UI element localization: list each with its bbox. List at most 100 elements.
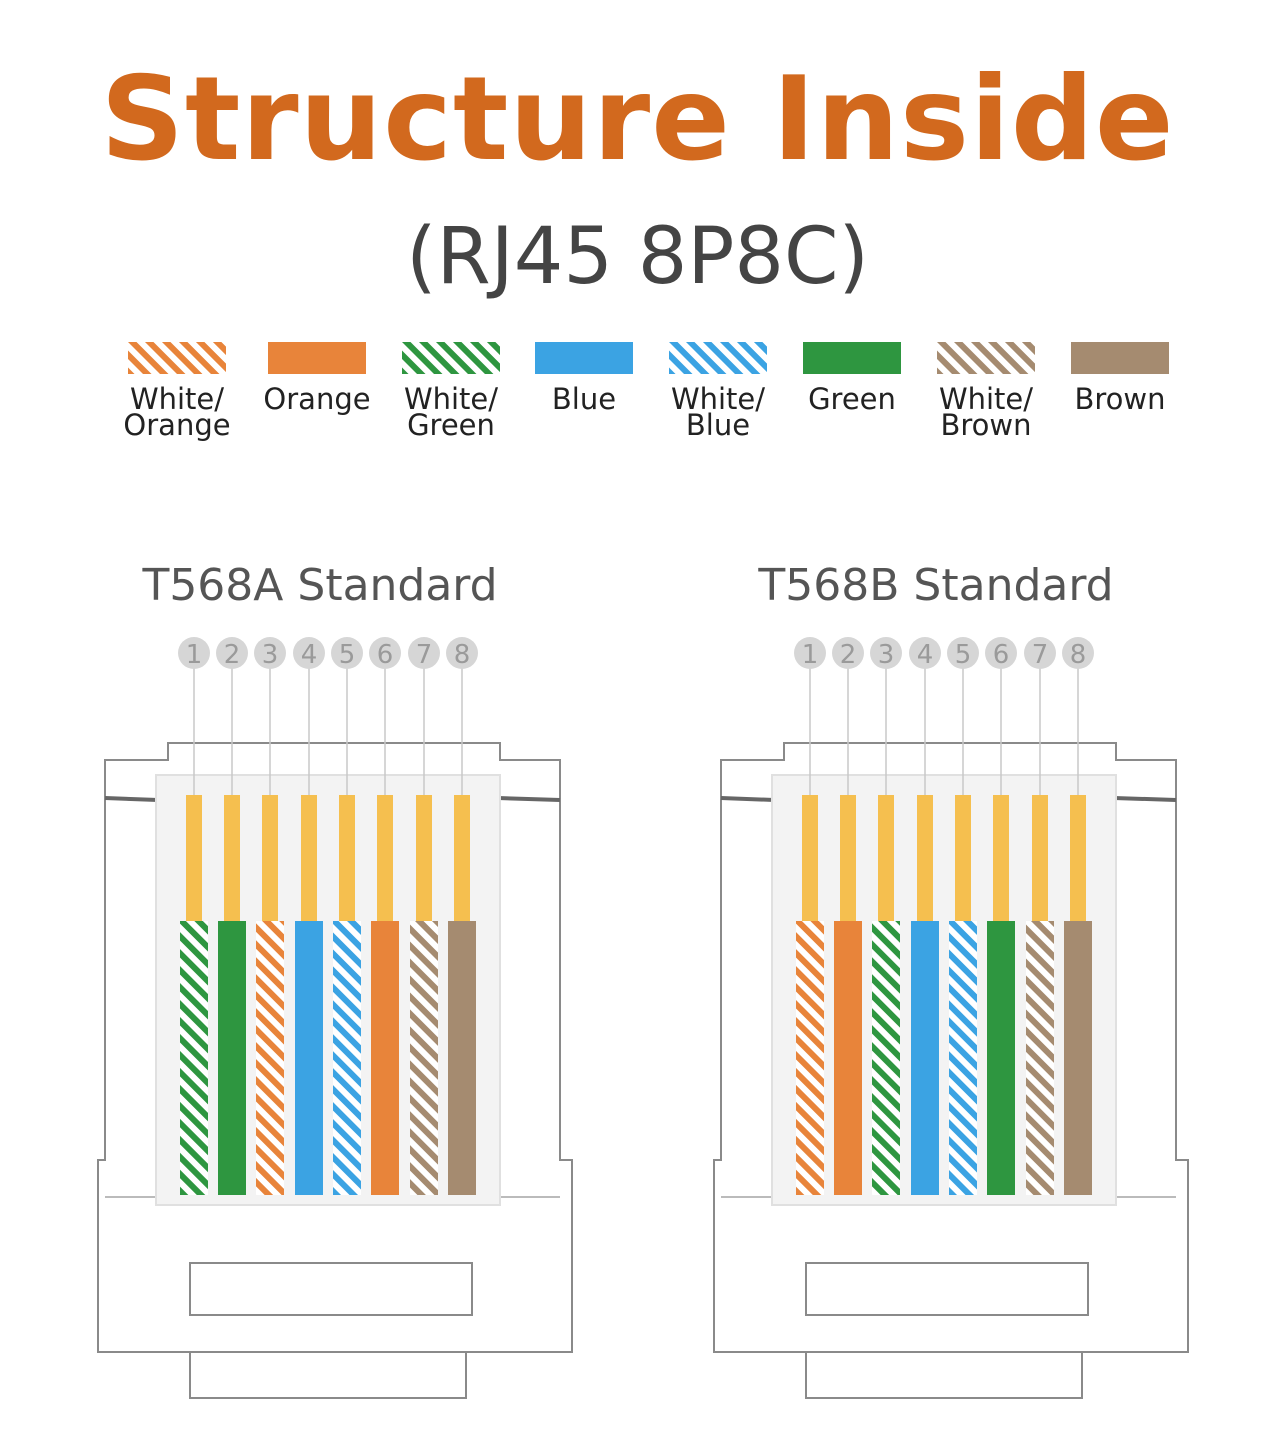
pin-number-circle [947,637,979,669]
pin-number-circle [446,637,478,669]
contact-window [771,774,1117,1206]
pin-number-circle [1062,637,1094,669]
gold-contact [416,795,432,921]
gold-contact [1032,795,1048,921]
wire-1 [796,921,824,1195]
legend-label: Blue [551,382,617,416]
connector-housing-outline [713,742,1189,1353]
legend-swatch-fill [128,342,226,374]
wire-4 [295,921,323,1195]
gold-contact [802,795,818,921]
wire-7 [1026,921,1054,1195]
legend-swatch-fill [803,342,901,374]
legend-label: White/ Blue [670,382,766,442]
legend-label: White/ Orange [123,382,231,442]
gold-contact [377,795,393,921]
legend-label: White/ Green [403,382,499,442]
pin-number: 4 [917,640,934,670]
contact-window [155,774,501,1206]
pin-number-circle [870,637,902,669]
legend-label: White/ Brown [938,382,1034,442]
wire-5 [333,921,361,1195]
wire-6 [987,921,1015,1195]
pin-number-circle [216,637,248,669]
pin-number: 8 [1070,640,1087,670]
pin-number-circle [909,637,941,669]
legend-swatch [669,342,767,374]
pin-number: 2 [840,640,857,670]
wire-2 [218,921,246,1195]
page-subtitle: (RJ45 8P8C) [406,212,869,302]
bottom-tab [189,1351,467,1399]
pin-number-circle [178,637,210,669]
pin-number-circle [1024,637,1056,669]
legend-swatch-fill [669,342,767,374]
pin-number-circle [331,637,363,669]
page-title: Structure Inside [100,52,1175,187]
housing-edge [104,796,159,802]
pin-number-circle [254,637,286,669]
latch-slot [189,1262,473,1316]
legend-label: Green [808,382,896,416]
gold-contact [955,795,971,921]
pin-number: 7 [1032,640,1049,670]
pin-number: 6 [377,640,394,670]
wire-4 [911,921,939,1195]
gold-contact [186,795,202,921]
pin-number-circle [832,637,864,669]
wire-3 [872,921,900,1195]
latch-slot [805,1262,1089,1316]
legend-swatch [128,342,226,374]
gold-contact [917,795,933,921]
pin-number: 3 [878,640,895,670]
legend-swatch-fill [937,342,1035,374]
gold-contact [262,795,278,921]
wire-8 [448,921,476,1195]
pin-number: 4 [301,640,318,670]
gold-contact [840,795,856,921]
t568a-title: T568A Standard [142,560,498,611]
legend-label: Brown [1074,382,1166,416]
gold-contact [993,795,1009,921]
pin-number: 1 [186,640,203,670]
pin-number: 8 [454,640,471,670]
wire-5 [949,921,977,1195]
pin-number: 1 [802,640,819,670]
wire-2 [834,921,862,1195]
pin-number: 5 [339,640,356,670]
pin-number-circle [369,637,401,669]
bottom-tab [805,1351,1083,1399]
legend-swatch [803,342,901,374]
t568b-title: T568B Standard [758,560,1114,611]
pin-number: 5 [955,640,972,670]
gold-contact [454,795,470,921]
pin-number: 7 [416,640,433,670]
housing-edge [497,796,561,802]
legend-swatch [402,342,500,374]
pin-number-circle [985,637,1017,669]
housing-edge [1113,796,1177,802]
gold-contact [339,795,355,921]
gold-contact [878,795,894,921]
pin-number: 3 [262,640,279,670]
pin-number: 2 [224,640,241,670]
wire-1 [180,921,208,1195]
wire-8 [1064,921,1092,1195]
legend-swatch [535,342,633,374]
wire-3 [256,921,284,1195]
gold-contact [224,795,240,921]
legend-swatch [937,342,1035,374]
gold-contact [301,795,317,921]
legend-swatch-fill [268,342,366,374]
pin-number-circle [293,637,325,669]
legend-swatch-fill [1071,342,1169,374]
housing-edge [720,796,775,802]
pin-number-circle [794,637,826,669]
pin-number: 6 [993,640,1010,670]
wire-7 [410,921,438,1195]
wire-6 [371,921,399,1195]
legend-label: Orange [263,382,371,416]
legend-swatch-fill [402,342,500,374]
legend-swatch [268,342,366,374]
